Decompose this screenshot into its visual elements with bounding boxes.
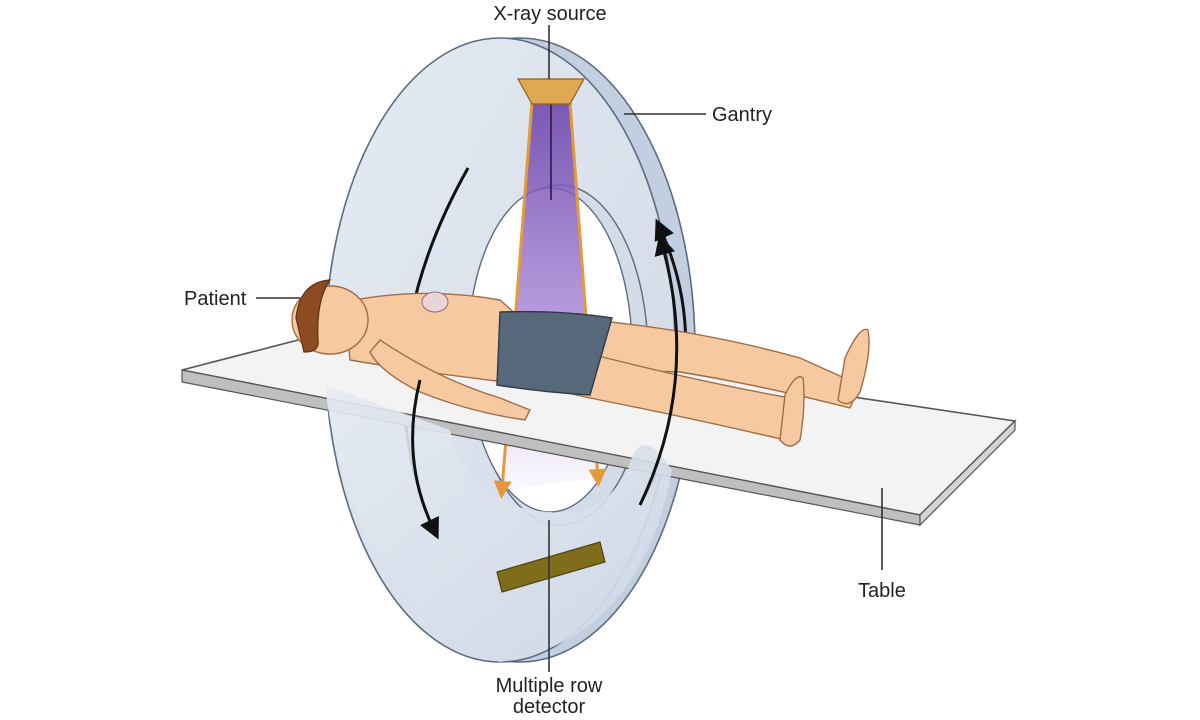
detector-label: Multiple row detector [474,676,624,718]
xray-source-label: X-ray source [493,3,607,25]
detector-label-line2: detector [512,696,586,718]
rotation-arrow-right-front [638,233,679,506]
rotation-arrow-left-front [411,379,439,540]
patient-label: Patient [184,288,247,310]
gantry-label: Gantry [712,104,773,126]
patient [291,279,870,447]
detector-label-line1: Multiple row [495,675,603,697]
xray-source [516,78,586,105]
leader-lines [256,25,883,672]
multiple-row-detector [496,541,606,593]
table-label: Table [858,580,906,602]
